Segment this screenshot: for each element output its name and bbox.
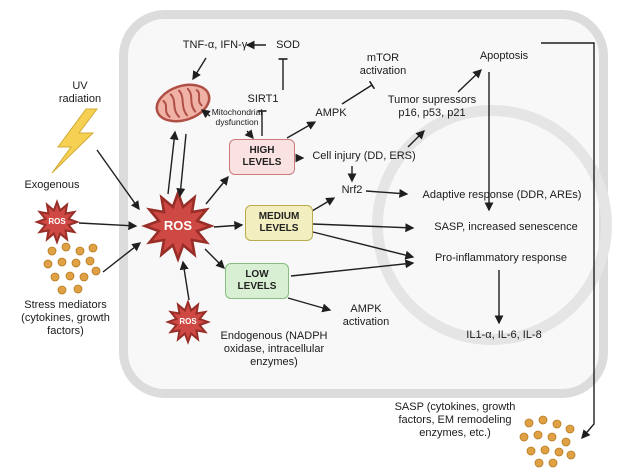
label-adaptive-response: Adaptive response (DDR, AREs)	[422, 189, 582, 201]
label-ampk: AMPK	[315, 107, 347, 119]
mitochondria-icon	[155, 83, 211, 123]
arrow-connections	[78, 40, 595, 440]
label-sod: SOD	[276, 39, 300, 51]
label-interleukins: IL1-α, IL-6, IL-8	[466, 329, 542, 341]
low-levels-label: LOW LEVELS	[237, 269, 277, 292]
label-mtor-activation: mTOR activation	[359, 52, 407, 78]
label-exogenous: Exogenous	[24, 179, 80, 191]
sasp-dots-cluster	[519, 415, 576, 468]
label-uv-radiation: UV radiation	[58, 80, 102, 106]
ros-label-endogenous: ROS	[179, 317, 197, 326]
label-sasp-senescence: SASP, increased senescence	[434, 221, 578, 233]
label-mito-dysfunction: Mitochondrial dysfunction	[211, 107, 263, 127]
label-apoptosis: Apoptosis	[479, 50, 529, 62]
medium-levels-label: MEDIUM LEVELS	[258, 211, 300, 234]
label-endogenous: Endogenous (NADPH oxidase, intracellular…	[220, 330, 328, 369]
label-sirt1: SIRT1	[247, 93, 279, 105]
medium-levels-box: MEDIUM LEVELS	[245, 205, 313, 241]
low-levels-box: LOW LEVELS	[225, 263, 289, 299]
ros-label-main: ROS	[163, 218, 193, 233]
label-nrf2: Nrf2	[341, 184, 363, 196]
stress-dots-cluster	[43, 242, 101, 295]
inhibition-connections	[257, 58, 376, 136]
nucleus-circle	[372, 105, 612, 345]
ros-label-exogenous: ROS	[48, 217, 66, 226]
label-tnf-ifn: TNF-α, IFN-γ	[182, 39, 248, 51]
label-stress-mediators: Stress mediators (cytokines, growth fact…	[21, 299, 110, 338]
high-levels-label: HIGH LEVELS	[242, 145, 282, 168]
high-levels-box: HIGH LEVELS	[229, 139, 295, 175]
label-tumor-supressors: Tumor supressors p16, p53, p21	[387, 94, 477, 120]
label-sasp-outside: SASP (cytokines, growth factors, EM remo…	[394, 401, 516, 440]
lightning-icon	[51, 108, 98, 174]
label-pro-inflammatory: Pro-inflammatory response	[434, 252, 568, 264]
label-cell-injury: Cell injury (DD, ERS)	[312, 150, 416, 162]
label-ampk-activation: AMPK activation	[342, 303, 390, 329]
